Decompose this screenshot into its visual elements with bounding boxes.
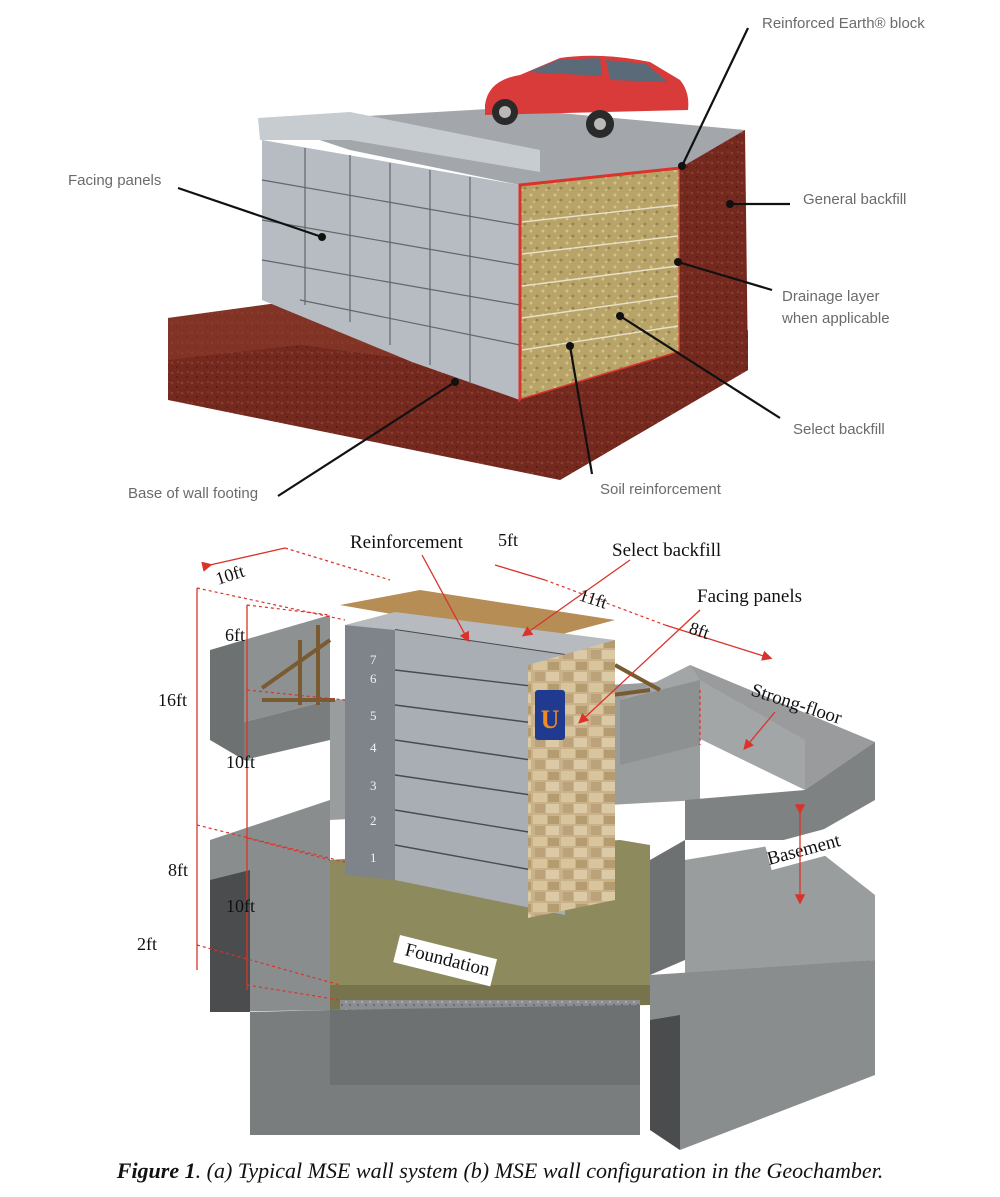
svg-text:U: U — [541, 705, 560, 734]
label-select-backfill-a: Select backfill — [793, 421, 885, 438]
layer-number-1: 1 — [370, 850, 377, 865]
dim-5ft: 5ft — [498, 530, 518, 550]
au-logo: U — [535, 690, 565, 740]
select-backfill-block — [520, 168, 680, 400]
dim-10ft-low: 10ft — [226, 896, 255, 916]
basement-right — [650, 840, 685, 975]
mse-wall-facing-grey — [395, 630, 565, 915]
panel-a-annotations: Reinforced Earth® block Facing panels Ge… — [68, 15, 925, 502]
label-select-backfill-b: Select backfill — [612, 540, 721, 561]
dim-6ft: 6ft — [225, 625, 245, 645]
coping — [258, 112, 540, 172]
layer-number-4: 4 — [370, 740, 377, 755]
label-soil-reinforcement: Soil reinforcement — [600, 481, 722, 498]
panel-b-illustration: U 1 2 3 4 5 6 7 — [210, 590, 875, 1150]
dim-10ft-mid: 10ft — [226, 752, 255, 772]
dim-2ft: 2ft — [137, 934, 157, 954]
label-reinforced-earth-block: Reinforced Earth® block — [762, 15, 925, 32]
car-illustration — [485, 55, 689, 138]
layer-number-5: 5 — [370, 708, 377, 723]
timber-frame-back — [340, 590, 615, 640]
dim-16ft: 16ft — [158, 690, 187, 710]
label-base-of-wall-footing: Base of wall footing — [128, 485, 258, 502]
dim-11ft: 11ft — [577, 585, 610, 613]
figure-caption: Figure 1. (a) Typical MSE wall system (b… — [0, 1158, 1000, 1184]
label-drainage-layer-1: Drainage layer — [782, 288, 880, 305]
dim-10ft-top: 10ft — [213, 561, 247, 589]
panel-b-annotations: Reinforcement Select backfill Facing pan… — [137, 530, 853, 987]
label-reinforcement: Reinforcement — [350, 532, 464, 553]
label-facing-panels-a: Facing panels — [68, 172, 161, 189]
timber-frame-right — [611, 663, 661, 697]
panel-a-illustration — [168, 55, 748, 480]
reinforced-block-top — [345, 612, 615, 655]
caption-text: . (a) Typical MSE wall system (b) MSE wa… — [195, 1158, 884, 1183]
label-drainage-layer-2: when applicable — [781, 310, 890, 327]
layer-number-7: 7 — [370, 652, 377, 667]
layer-number-6: 6 — [370, 671, 377, 686]
caption-label: Figure 1 — [116, 1158, 196, 1183]
mse-wall-side-face — [345, 625, 395, 880]
layer-number-3: 3 — [370, 778, 377, 793]
label-facing-panels-b: Facing panels — [697, 586, 802, 607]
layer-number-2: 2 — [370, 813, 377, 828]
timber-frame-left — [260, 625, 335, 705]
label-general-backfill: General backfill — [803, 191, 906, 208]
mse-wall-facing-stone — [528, 640, 615, 918]
facing-panels-wall — [262, 140, 520, 400]
dim-8ft-left: 8ft — [168, 860, 188, 880]
panel-b-dimension-lines — [196, 547, 773, 1001]
